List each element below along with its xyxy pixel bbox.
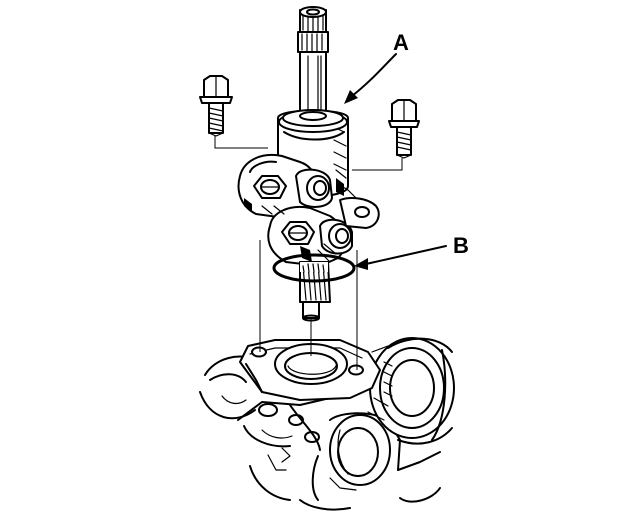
rack-housing	[199, 337, 455, 511]
callout-label-b: B	[453, 233, 469, 258]
seal-a	[278, 109, 348, 133]
callout-b-leader	[354, 245, 447, 270]
input-shaft	[297, 6, 329, 115]
bolt-left	[199, 75, 233, 137]
o-ring-b	[272, 253, 356, 283]
mounting-flange	[239, 339, 381, 401]
valve-body	[237, 109, 380, 267]
bolt-right	[388, 99, 420, 159]
callout-label-a: A	[393, 30, 409, 55]
callout-a-leader	[344, 53, 397, 104]
